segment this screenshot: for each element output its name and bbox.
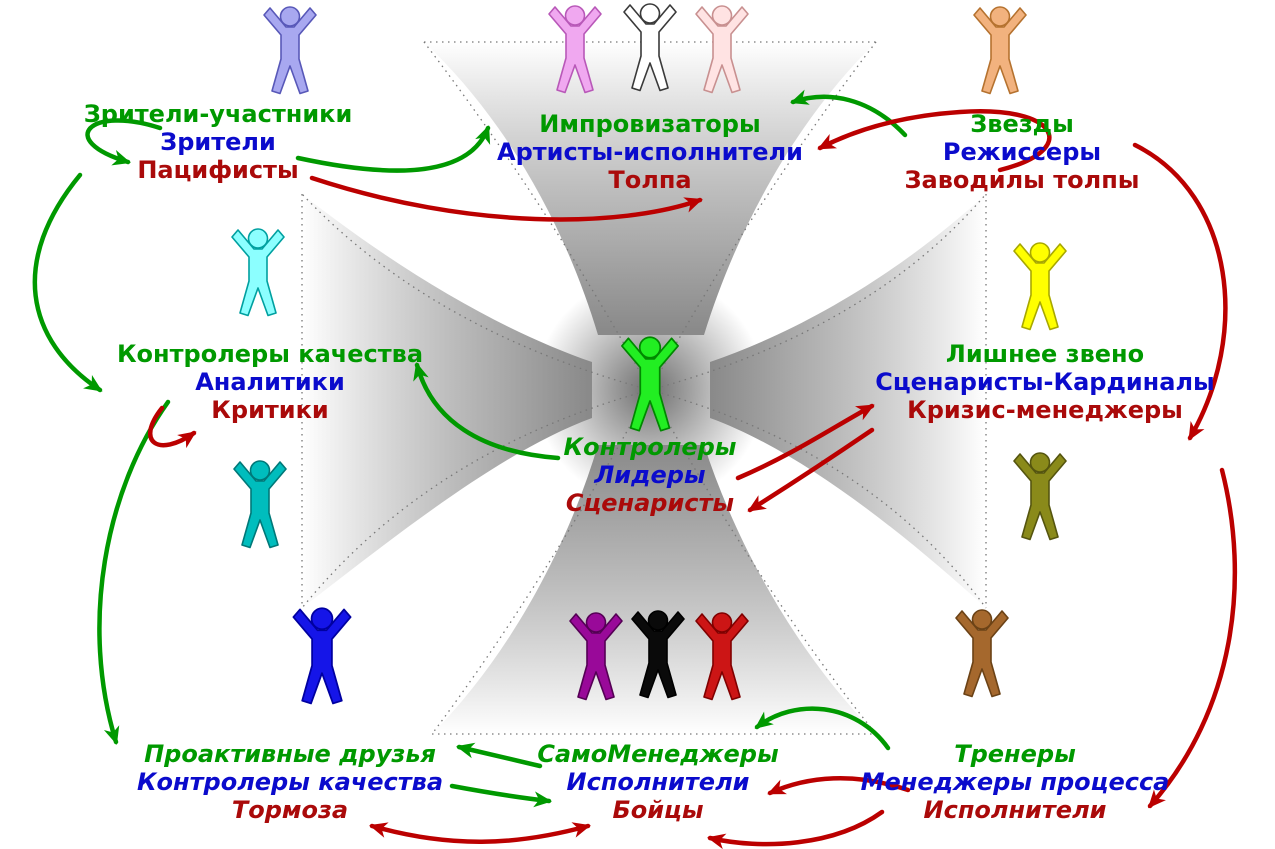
label-group-center: Контролеры Лидеры Сценаристы [470, 433, 830, 517]
label-green-proactive: Проактивные друзья [144, 740, 436, 768]
red-arrow-critics-loop [148, 405, 197, 449]
figure-blue [292, 607, 352, 705]
label-red-improvisers: Толпа [608, 166, 692, 194]
label-green-center: Контролеры [563, 433, 737, 461]
red-arrow-center-to-crisis [735, 403, 875, 481]
green-arrow-audience-loop [85, 118, 163, 166]
label-blue-center: Лидеры [594, 461, 706, 489]
label-group-extra-link: Лишнее звено Сценаристы-Кардиналы Кризис… [860, 340, 1230, 424]
green-arrow-analysts-to-proactive [97, 399, 171, 745]
label-blue-quality: Аналитики [195, 368, 345, 396]
label-green-audience: Зрители-участники [83, 100, 353, 128]
green-arrow-trainers-to-selfmanagers [754, 706, 891, 751]
label-blue-self-managers: Исполнители [566, 768, 750, 796]
label-red-proactive: Тормоза [231, 796, 349, 824]
label-red-trainers: Исполнители [923, 796, 1107, 824]
figure-teal [233, 460, 287, 549]
dotted-guides [301, 41, 987, 735]
label-group-improvisers: Импровизаторы Артисты-исполнители Толпа [470, 110, 830, 194]
red-arrow-pacifists-to-crowd [309, 175, 703, 222]
label-red-self-managers: Бойцы [612, 796, 704, 824]
label-group-trainers: Тренеры Менеджеры процесса Исполнители [835, 740, 1195, 824]
label-blue-stars: Режиссеры [942, 138, 1102, 166]
label-red-quality: Критики [211, 396, 329, 424]
figure-olive [1013, 452, 1067, 541]
green-arrow-center-to-quality [413, 362, 561, 461]
red-arrow-right-edge-to-performers [1147, 467, 1238, 809]
label-green-self-managers: СамоМенеджеры [537, 740, 779, 768]
label-green-improvisers: Импровизаторы [539, 110, 761, 138]
label-green-quality: Контролеры качества [116, 340, 424, 368]
red-arrow-crisis-to-scriptwriters [747, 427, 875, 513]
label-green-extra-link: Лишнее звено [945, 340, 1145, 368]
green-arrow-proactive-to-selfmanagers [449, 783, 552, 808]
label-blue-proactive: Контролеры качества [136, 768, 444, 796]
background-fans [302, 42, 986, 734]
label-group-quality: Контролеры качества Аналитики Критики [90, 340, 450, 424]
label-group-audience: Зрители-участники Зрители Пацифисты [38, 100, 398, 184]
figure-yellow [1013, 242, 1067, 331]
green-arrow-audience-to-analysts [32, 172, 103, 393]
red-arrow-stars-to-crisis-managers [1132, 142, 1228, 441]
label-red-center: Сценаристы [565, 489, 735, 517]
label-red-audience: Пацифисты [137, 156, 299, 184]
figure-lavender [263, 6, 317, 95]
figure-brown [955, 609, 1009, 698]
figure-orange [973, 6, 1027, 95]
label-green-stars: Звезды [970, 110, 1074, 138]
label-blue-extra-link: Сценаристы-Кардиналы [875, 368, 1215, 396]
red-arrow-performers-to-executors [767, 776, 911, 796]
label-blue-improvisers: Артисты-исполнители [497, 138, 803, 166]
red-arrow-brakes-fighters-double [369, 822, 591, 844]
label-group-self-managers: СамоМенеджеры Исполнители Бойцы [478, 740, 838, 824]
green-arrow-audience-to-improvisers [295, 125, 491, 173]
label-blue-trainers: Менеджеры процесса [860, 768, 1170, 796]
label-red-stars: Заводилы толпы [904, 166, 1140, 194]
figure-cyan [231, 228, 285, 317]
label-green-trainers: Тренеры [954, 740, 1076, 768]
label-group-proactive: Проактивные друзья Контролеры качества Т… [110, 740, 470, 824]
green-arrow-selfmanagers-to-proactive [456, 742, 543, 769]
label-blue-audience: Зрители [160, 128, 276, 156]
label-red-extra-link: Кризис-менеджеры [907, 396, 1183, 424]
green-arrows [32, 89, 908, 808]
red-arrows [148, 109, 1238, 849]
red-arrow-performers-to-fighters [707, 809, 885, 849]
label-group-stars: Звезды Режиссеры Заводилы толпы [842, 110, 1202, 194]
red-arrow-instigators-to-artists [817, 109, 1052, 173]
